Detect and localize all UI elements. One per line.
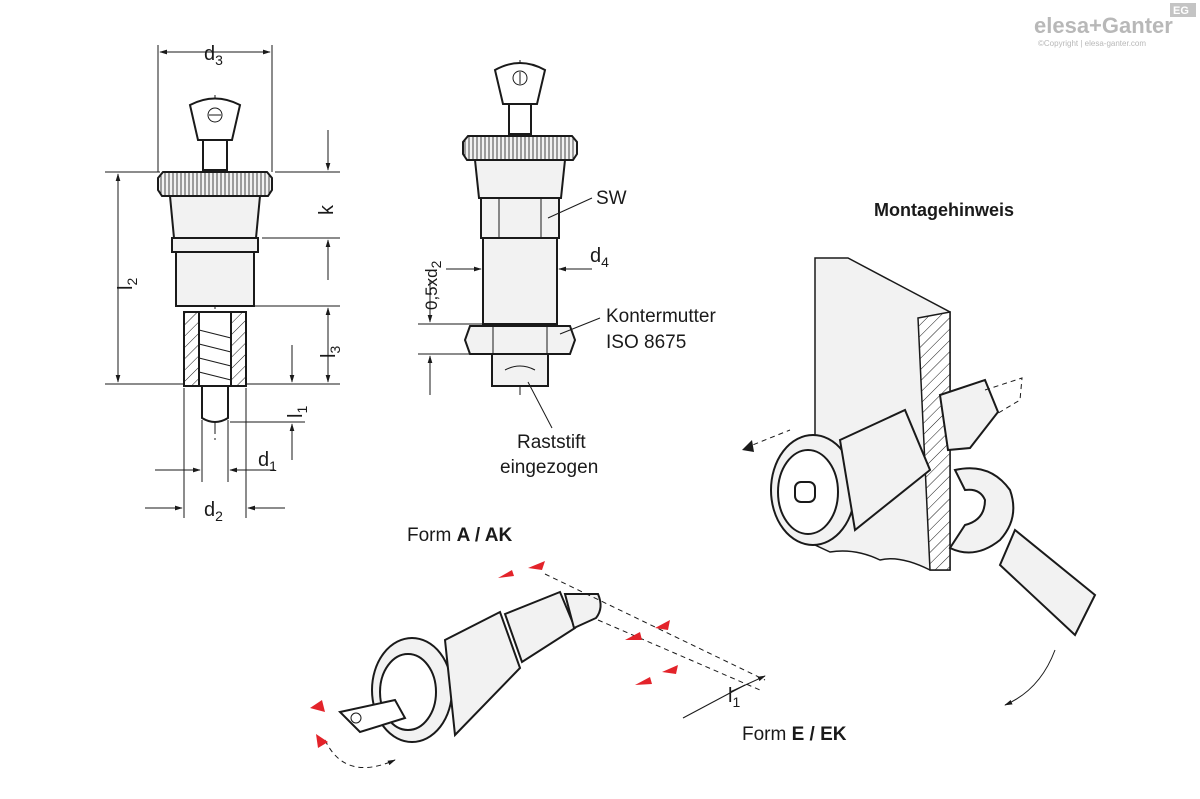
red-marker-1 — [498, 570, 514, 578]
wrench-head — [948, 467, 1015, 554]
dim-l3-label: l3 — [318, 346, 343, 358]
form-thread — [503, 590, 577, 664]
red-marker-3 — [625, 632, 642, 640]
brand-logo-text: elesa+Ganter — [1034, 13, 1173, 38]
dim-k-label: k — [316, 204, 338, 215]
dim-l2-label: l2 — [115, 278, 140, 290]
key-hole — [207, 107, 223, 123]
dim-d1-label: d1 — [258, 449, 277, 474]
key-shank — [202, 139, 228, 171]
hex-sw — [480, 197, 560, 239]
rotation-arrow — [1004, 649, 1056, 706]
form-view: Form A / AK Form E / EK l1 — [310, 525, 847, 768]
knurled-knob-2 — [462, 135, 578, 161]
dim-half-d2-label: 0,5xd2 — [422, 260, 444, 310]
dim-d4-label: d4 — [590, 245, 609, 270]
pin-ghost — [984, 377, 1023, 416]
red-marker-6 — [662, 665, 678, 674]
form-body — [443, 610, 522, 738]
plunger-pin — [201, 385, 229, 423]
plunger-body-3d — [838, 408, 932, 532]
form-pin — [563, 593, 602, 630]
locknut-3d — [938, 378, 1000, 452]
knob-body-2 — [473, 159, 567, 199]
spring — [198, 329, 232, 381]
brand-logo: elesa+Ganter EG ©Copyright | elesa-gante… — [1034, 3, 1196, 48]
form-key — [337, 698, 407, 734]
side-view: SW d4 0,5xd2 Kontermutter ISO 8675 Rasts… — [418, 60, 716, 478]
locknut-label-2: ISO 8675 — [606, 332, 686, 353]
mounting-heading: Montagehinweis — [874, 200, 1014, 220]
form-a-label: Form A / AK — [407, 525, 512, 546]
sw-label: SW — [596, 188, 627, 209]
pin-label-1: Raststift — [517, 432, 586, 453]
lower-thread — [491, 353, 549, 387]
brand-badge-bg — [1170, 3, 1196, 17]
wall-section — [917, 311, 951, 571]
section-view: d3 k l2 l3 l1 d1 d2 — [105, 43, 343, 524]
red-marker-2 — [528, 561, 545, 570]
red-marker-5 — [635, 677, 652, 685]
dim-l1-label: l1 — [285, 406, 310, 418]
brand-copyright: ©Copyright | elesa-ganter.com — [1038, 39, 1146, 48]
knurled-knob — [157, 171, 273, 197]
key-shank-2 — [508, 103, 532, 135]
knob-body — [168, 195, 262, 239]
pin-label-2: eingezogen — [500, 457, 598, 478]
mounting-view: Montagehinweis — [742, 200, 1097, 706]
red-marker-4 — [655, 620, 670, 630]
form-dim-l1: l1 — [728, 685, 740, 710]
threaded-body — [175, 251, 255, 307]
form-rotation — [324, 739, 396, 768]
red-marker-7 — [310, 700, 325, 712]
key-head — [188, 97, 242, 141]
locknut — [463, 325, 577, 355]
brand-badge: EG — [1173, 5, 1189, 17]
collar — [171, 237, 259, 253]
key-slot — [794, 481, 816, 503]
dim-d2-label: d2 — [204, 499, 223, 524]
red-marker-8 — [316, 734, 328, 748]
form-e-label: Form E / EK — [742, 724, 847, 745]
thread-body-2 — [482, 237, 558, 325]
locknut-label-1: Kontermutter — [606, 306, 716, 327]
dim-d3-label: d3 — [204, 43, 223, 68]
wrench-handle — [998, 528, 1097, 637]
